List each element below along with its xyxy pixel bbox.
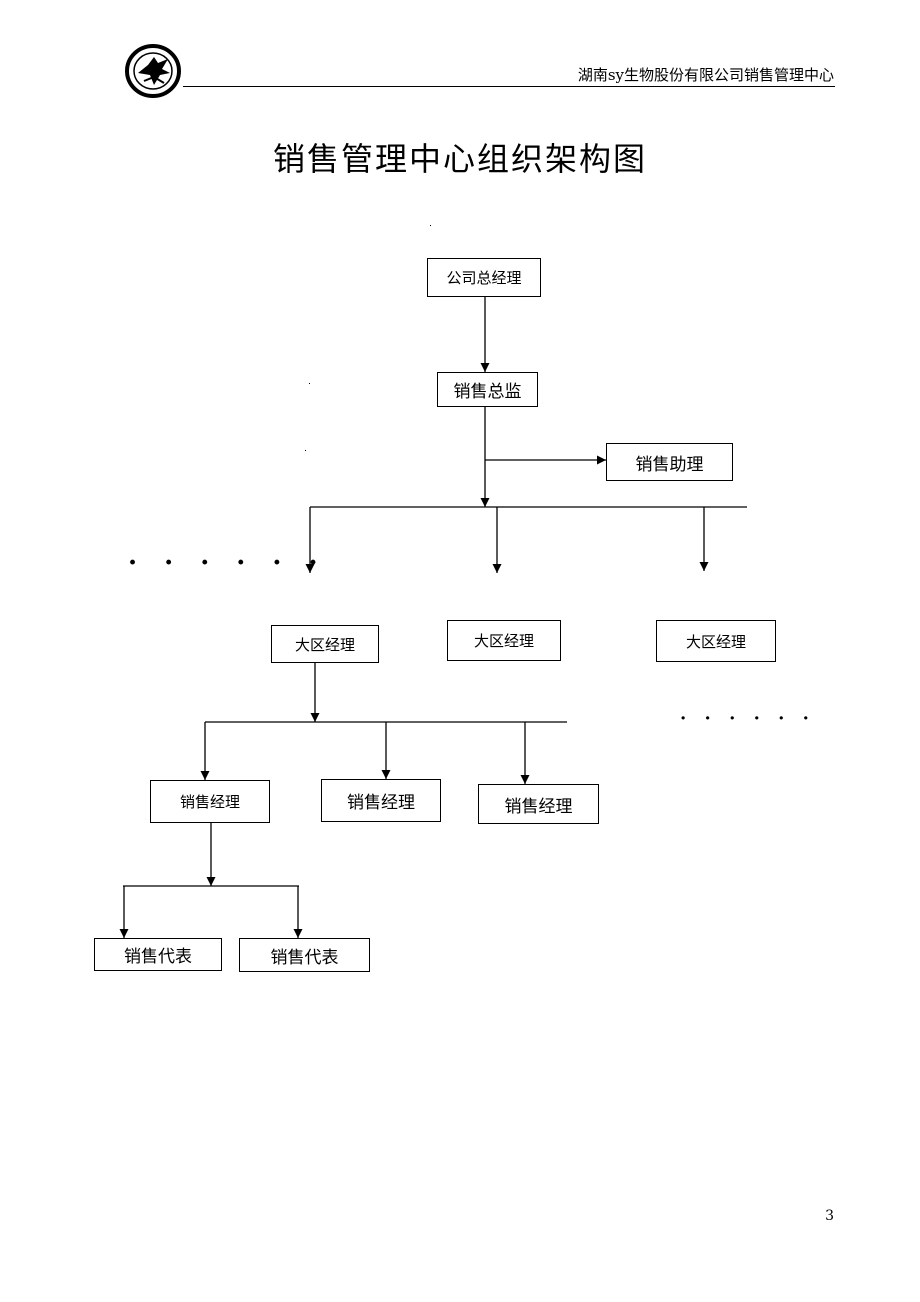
node-regional-manager: 大区经理 <box>447 620 561 661</box>
ellipsis-more-regions: · · · · · · <box>128 548 327 578</box>
page-number: 3 <box>825 1208 834 1224</box>
node-regional-manager: 大区经理 <box>656 620 776 662</box>
ellipsis-more-managers: · · · · · · <box>680 708 815 729</box>
stray-dot <box>430 225 431 226</box>
node-regional-manager: 大区经理 <box>271 625 379 663</box>
node-sales-manager: 销售经理 <box>321 779 441 822</box>
page-title: 销售管理中心组织架构图 <box>272 140 647 178</box>
company-logo-icon <box>125 44 181 98</box>
stray-dot <box>309 383 310 384</box>
node-sales-manager: 销售经理 <box>150 780 270 823</box>
node-sales-rep: 销售代表 <box>239 938 370 972</box>
node-sales-assistant: 销售助理 <box>606 443 733 481</box>
stray-dot <box>305 450 306 451</box>
node-sales-rep: 销售代表 <box>94 938 222 971</box>
node-general-manager: 公司总经理 <box>427 258 541 297</box>
header-company-text: 湖南sy生物股份有限公司销售管理中心 <box>577 66 834 84</box>
header-rule <box>183 86 835 87</box>
node-sales-manager: 销售经理 <box>478 784 599 824</box>
node-sales-director: 销售总监 <box>437 372 538 407</box>
